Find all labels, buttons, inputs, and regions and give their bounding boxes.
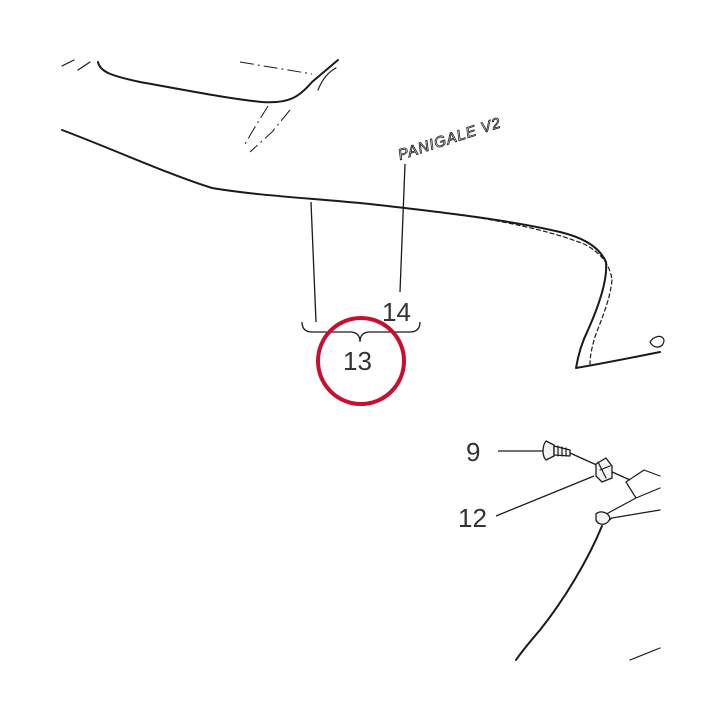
screw-part-9 bbox=[542, 440, 571, 461]
leader-line-12 bbox=[495, 475, 595, 517]
upper-fairing-outline bbox=[61, 59, 339, 153]
group-brace bbox=[301, 321, 421, 343]
panigale-v2-decal: PANIGALE V2 bbox=[396, 114, 503, 163]
callout-label-9: 9 bbox=[466, 437, 480, 467]
callout-label-14: 14 bbox=[382, 297, 411, 327]
clip-nut-part-12 bbox=[595, 457, 613, 483]
leader-lines-upper bbox=[310, 163, 406, 323]
side-fairing-body bbox=[61, 129, 665, 369]
lower-fairing-bracket bbox=[515, 469, 661, 661]
callout-label-13: 13 bbox=[343, 346, 372, 376]
callout-13-highlight-ring bbox=[316, 316, 406, 406]
callout-label-12: 12 bbox=[458, 503, 487, 533]
